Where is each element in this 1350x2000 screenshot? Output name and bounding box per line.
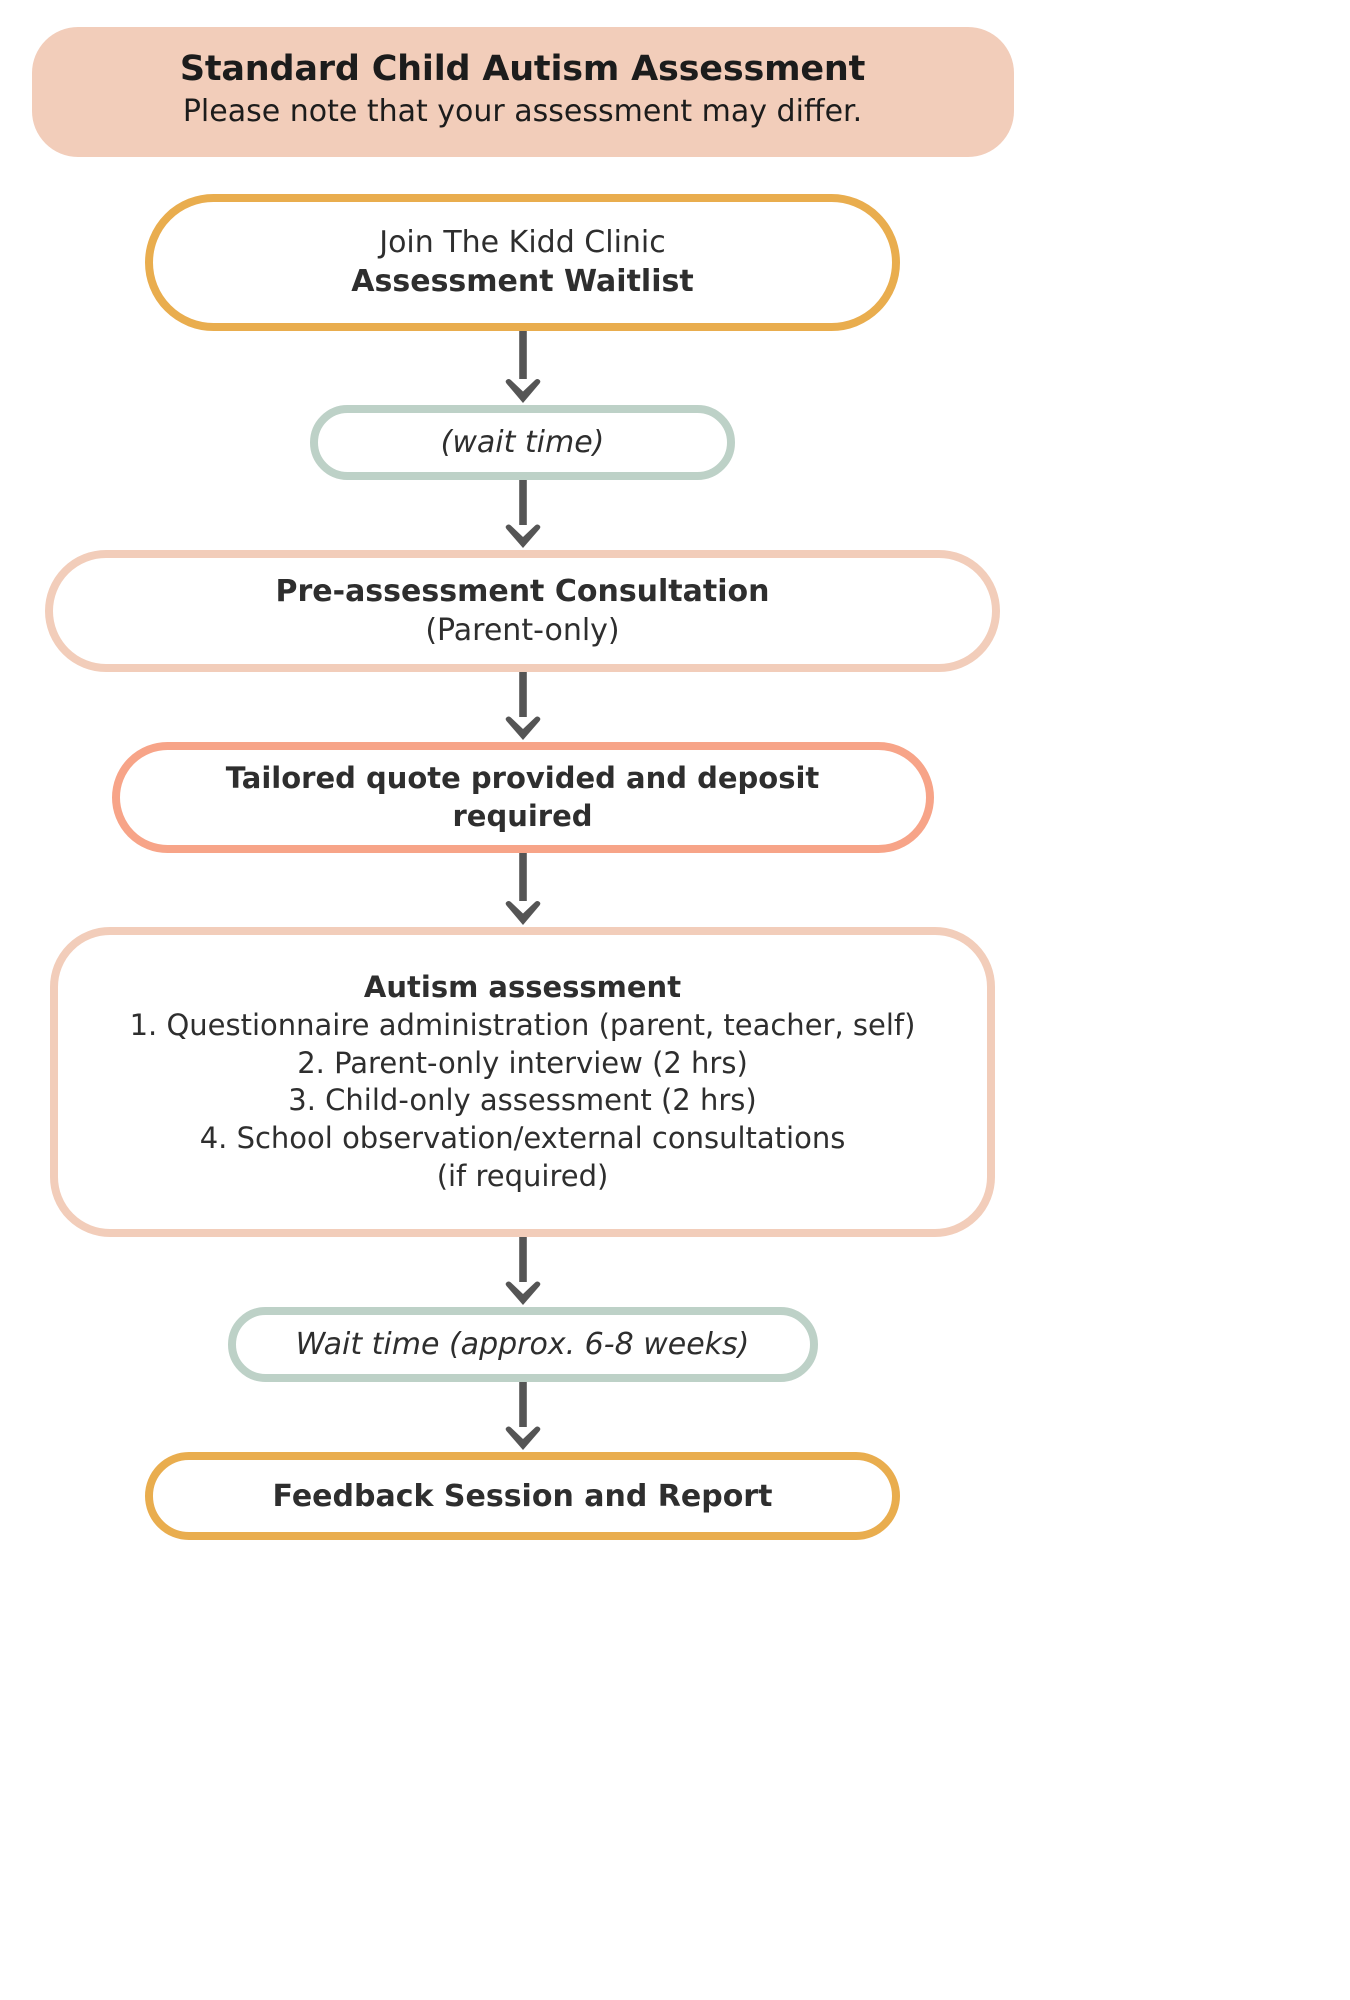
page-title: Standard Child Autism Assessment — [179, 49, 866, 89]
flowchart: Standard Child Autism Assessment Please … — [31, 27, 1014, 1541]
node-autism-assessment[interactable]: Autism assessment 1. Questionnaire admin… — [50, 927, 995, 1238]
assessment-step-4-note: (if required) — [436, 1158, 609, 1193]
node-heading: Autism assessment — [363, 970, 682, 1005]
node-feedback-session-report[interactable]: Feedback Session and Report — [145, 1452, 900, 1541]
node-label: Wait time (approx. 6-8 weeks) — [295, 1327, 750, 1363]
node-line-2: Assessment Waitlist — [351, 264, 694, 300]
node-wait-time-report[interactable]: Wait time (approx. 6-8 weeks) — [227, 1307, 818, 1383]
header-banner: Standard Child Autism Assessment Please … — [31, 27, 1014, 157]
node-label: (wait time) — [440, 424, 605, 460]
assessment-step-3: 3. Child-only assessment (2 hrs) — [288, 1083, 757, 1118]
down-arrow-icon — [500, 1237, 546, 1307]
node-line-1: Pre-assessment Consultation — [275, 573, 770, 609]
assessment-step-4: 4. School observation/external consultat… — [199, 1120, 846, 1155]
node-tailored-quote[interactable]: Tailored quote provided and deposit requ… — [111, 741, 934, 854]
page-subtitle: Please note that your assessment may dif… — [182, 94, 863, 130]
assessment-step-2: 2. Parent-only interview (2 hrs) — [297, 1045, 748, 1080]
down-arrow-icon — [500, 671, 546, 742]
node-label: Tailored quote provided and deposit requ… — [225, 760, 820, 833]
down-arrow-icon — [500, 330, 546, 405]
assessment-step-1: 1. Questionnaire administration (parent,… — [129, 1007, 916, 1042]
node-line-1: Join The Kidd Clinic — [379, 225, 666, 261]
node-pre-assessment-consultation[interactable]: Pre-assessment Consultation (Parent-only… — [45, 549, 1000, 672]
down-arrow-icon — [500, 479, 546, 550]
down-arrow-icon — [500, 853, 546, 927]
node-assessment-waitlist[interactable]: Join The Kidd Clinic Assessment Waitlist — [145, 193, 900, 331]
node-label: Feedback Session and Report — [272, 1478, 773, 1514]
node-line-2: (Parent-only) — [425, 612, 620, 648]
down-arrow-icon — [500, 1382, 546, 1452]
node-wait-time-initial[interactable]: (wait time) — [310, 404, 735, 480]
